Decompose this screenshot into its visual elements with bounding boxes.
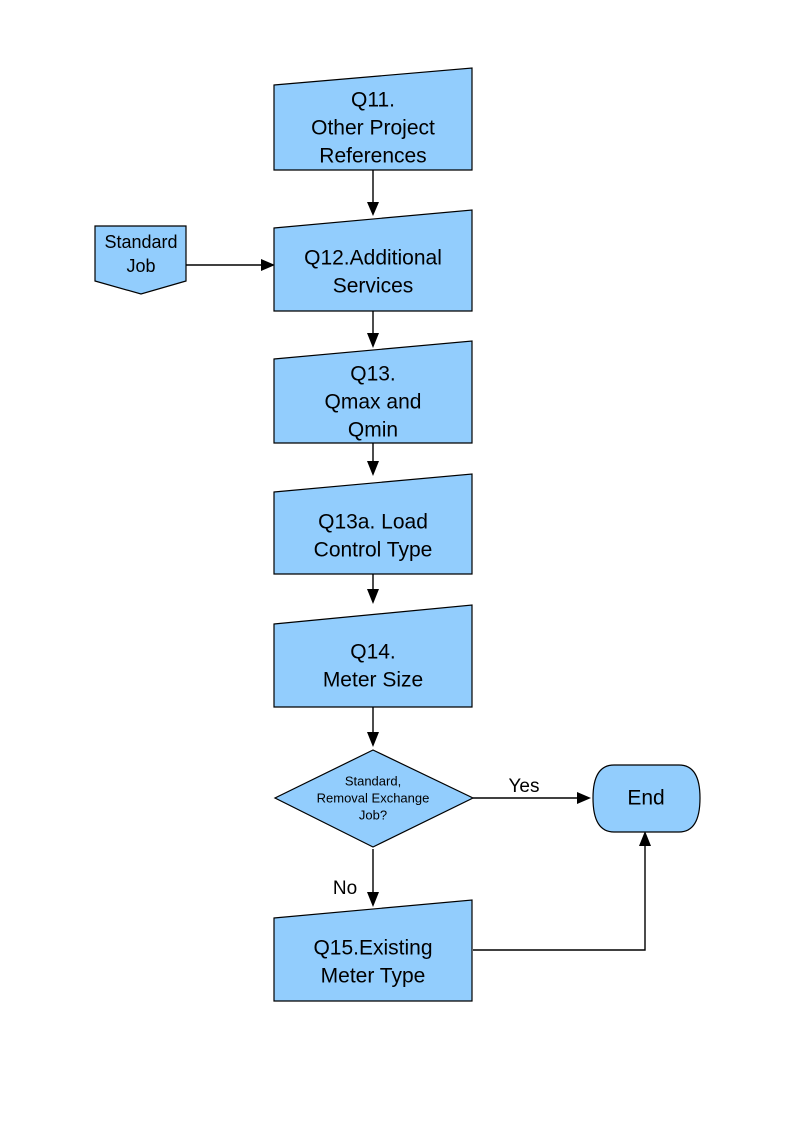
node-end-label: End	[627, 787, 664, 810]
arrowhead-decision-no-to-q15	[367, 892, 379, 907]
node-q11-line-2: Other Project	[311, 117, 435, 140]
node-q12-line-1: Q12.Additional	[304, 247, 442, 270]
node-standard-job-line-1: Standard	[104, 232, 177, 252]
connector-layer	[186, 170, 651, 951]
node-q11[interactable]: Q11. Other Project References	[273, 67, 473, 171]
node-q12[interactable]: Q12.Additional Services	[273, 209, 473, 312]
arrowhead-q12-to-q13	[367, 333, 379, 348]
node-q15-line-2: Meter Type	[321, 965, 426, 988]
node-q15-line-1: Q15.Existing	[313, 937, 432, 960]
node-end[interactable]: End	[592, 764, 701, 833]
node-decision-shape[interactable]	[273, 749, 475, 848]
node-q13-line-2: Qmax and	[325, 391, 422, 414]
node-q12-shape[interactable]	[273, 209, 473, 312]
node-standard-job-shape[interactable]	[94, 225, 187, 295]
node-q14-shape[interactable]	[273, 604, 473, 708]
arrowhead-q11-to-q12	[367, 202, 379, 216]
node-q14[interactable]: Q14. Meter Size	[273, 604, 473, 708]
node-q13-line-1: Q13.	[350, 363, 396, 386]
node-q13-line-3: Qmin	[348, 419, 398, 442]
arrowhead-q13a-to-q14	[367, 589, 379, 604]
node-standard-job[interactable]: Standard Job	[94, 225, 187, 295]
node-q12-line-2: Services	[333, 275, 414, 298]
node-decision-line-2: Removal Exchange	[317, 790, 430, 805]
node-q13a-shape[interactable]	[273, 473, 473, 575]
connector-q15-to-end	[473, 845, 646, 951]
node-q13a-line-2: Control Type	[314, 539, 433, 562]
arrowhead-q15-to-end	[639, 831, 651, 846]
node-decision-line-3: Job?	[359, 807, 387, 822]
node-q13a-line-1: Q13a. Load	[318, 511, 428, 534]
node-q11-shape[interactable]	[273, 67, 473, 171]
node-q14-line-1: Q14.	[350, 641, 396, 664]
node-decision-line-1: Standard,	[345, 773, 401, 788]
node-q15[interactable]: Q15.Existing Meter Type	[273, 899, 473, 1002]
edge-label-yes: Yes	[509, 776, 540, 797]
node-q15-shape[interactable]	[273, 899, 473, 1002]
arrowhead-standardjob-to-q12	[261, 259, 275, 271]
node-decision[interactable]: Standard, Removal Exchange Job?	[273, 749, 475, 848]
node-q11-line-1: Q11.	[351, 89, 395, 112]
node-standard-job-line-2: Job	[126, 256, 155, 276]
node-q14-line-2: Meter Size	[323, 669, 423, 692]
node-q13[interactable]: Q13. Qmax and Qmin	[273, 340, 473, 444]
node-q11-line-3: References	[319, 145, 426, 168]
arrowhead-q13-to-q13a	[367, 461, 379, 476]
edge-label-no: No	[333, 878, 357, 899]
node-q13-shape[interactable]	[273, 340, 473, 444]
node-q13a[interactable]: Q13a. Load Control Type	[273, 473, 473, 575]
arrowhead-q14-to-decision	[367, 732, 379, 747]
node-end-shape[interactable]	[592, 764, 701, 833]
arrowhead-decision-yes-to-end	[577, 792, 591, 804]
